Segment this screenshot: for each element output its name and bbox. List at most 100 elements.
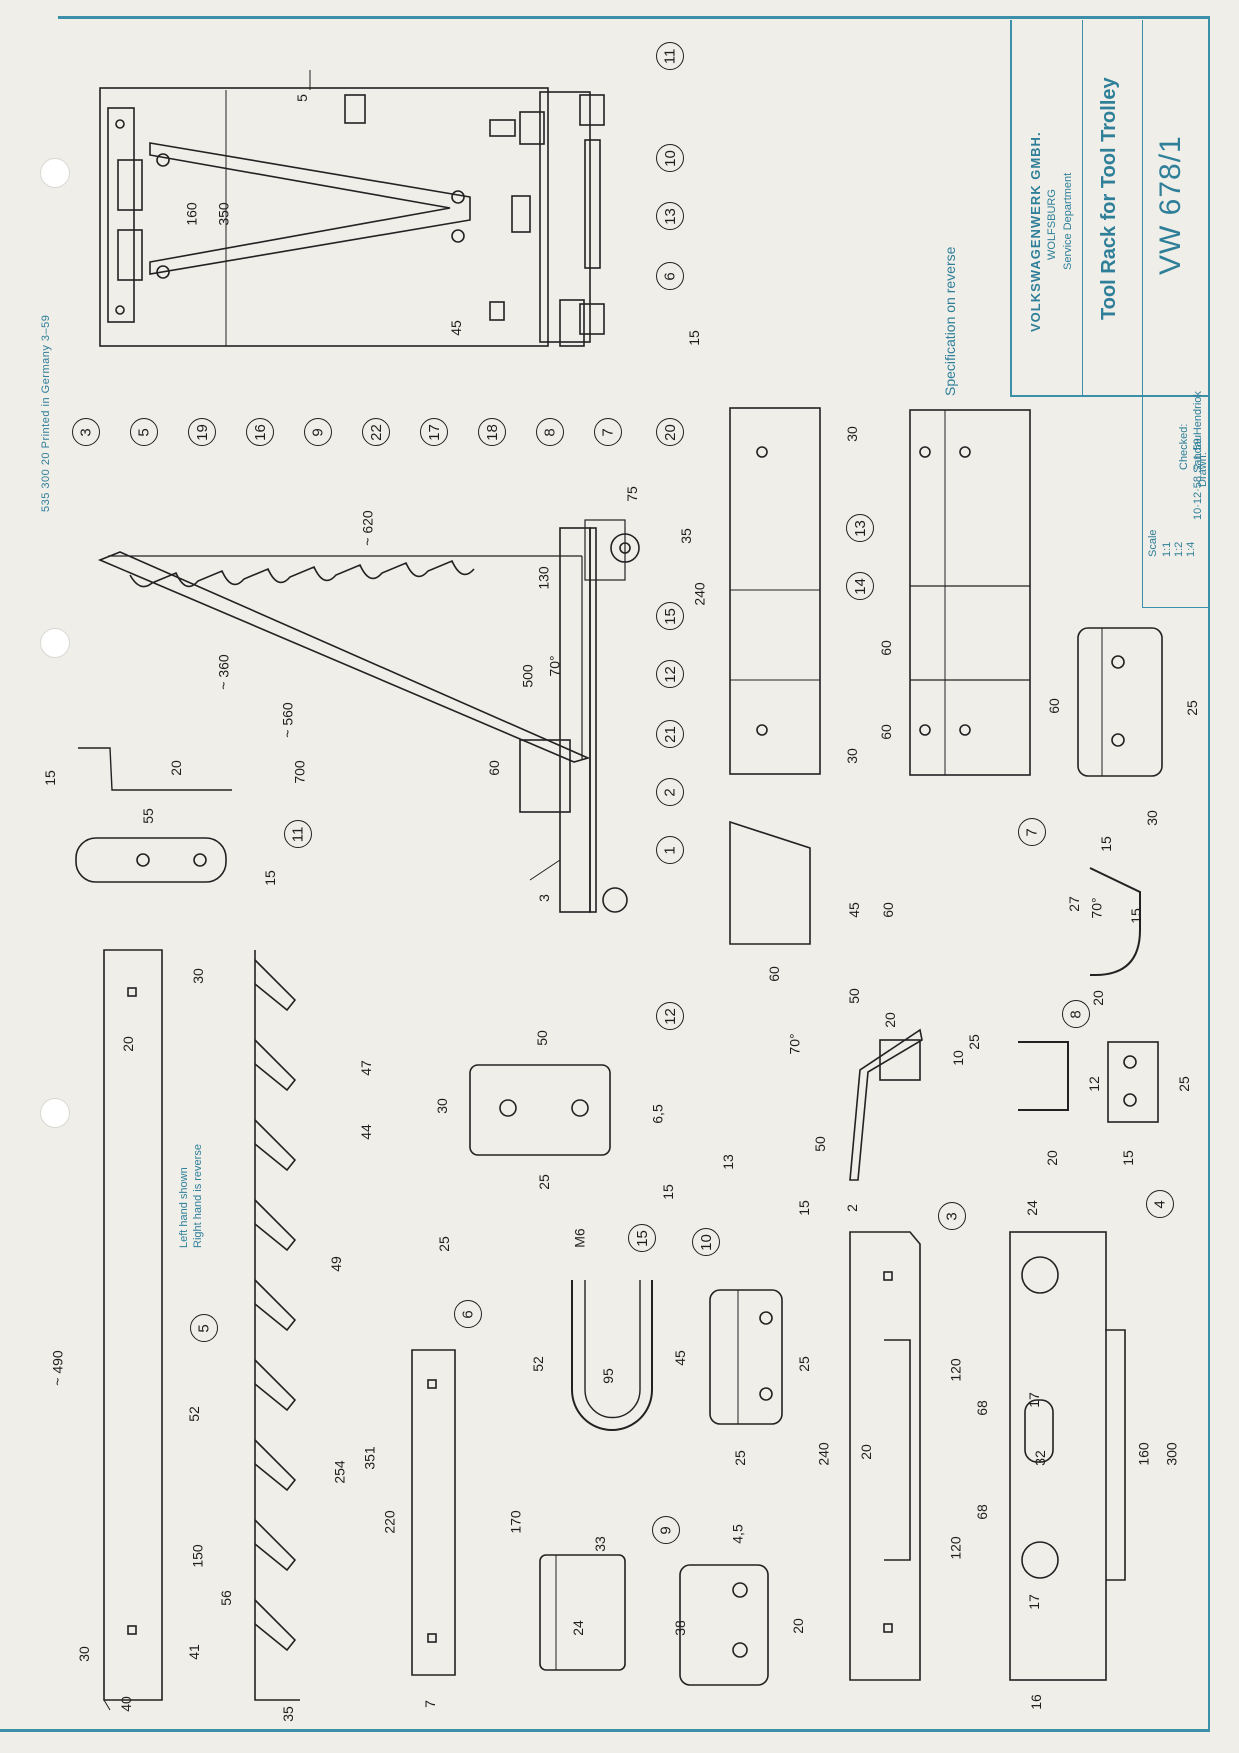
part-11-strip bbox=[75, 747, 232, 883]
part-12-plate bbox=[469, 1064, 611, 1156]
dim-label: ~ 490 bbox=[49, 1350, 66, 1386]
part-bubble-10: 10 bbox=[656, 144, 684, 172]
dim-label: 40 bbox=[117, 1696, 134, 1712]
dim-label: 35 bbox=[677, 528, 694, 544]
dim-label: 30 bbox=[1143, 810, 1160, 826]
dim-label: 6,5 bbox=[649, 1104, 666, 1124]
dim-label: ~ 620 bbox=[359, 510, 376, 546]
dim-label: 20 bbox=[1043, 1150, 1060, 1166]
part-4-board bbox=[1009, 1231, 1126, 1681]
part-bubble-22: 22 bbox=[362, 418, 390, 446]
dim-label: 49 bbox=[327, 1256, 344, 1272]
dim-label: 25 bbox=[1183, 700, 1200, 716]
part-bubble-9b: 9 bbox=[652, 1516, 680, 1544]
dim-label: 30 bbox=[189, 968, 206, 984]
part-bubble-10b: 10 bbox=[692, 1228, 720, 1256]
dim-label: 70° bbox=[786, 1033, 803, 1055]
dim-label: M6 bbox=[571, 1228, 588, 1248]
dim-label: 50 bbox=[811, 1136, 828, 1152]
part-bubble-15b: 15 bbox=[628, 1224, 656, 1252]
dim-label: 15 bbox=[261, 870, 278, 886]
dim-label: 25 bbox=[965, 1034, 982, 1050]
part-bubble-7b: 7 bbox=[1018, 818, 1046, 846]
dim-label: 52 bbox=[185, 1406, 202, 1422]
part-8-bracket bbox=[1018, 1041, 1159, 1123]
dim-label: 2 bbox=[843, 1204, 860, 1212]
dim-label: 160 bbox=[183, 202, 200, 226]
title-block-company-column: VOLKSWAGENWERK GMBH. WOLFSBURG Service D… bbox=[1012, 20, 1083, 395]
part-bubble-7: 7 bbox=[594, 418, 622, 446]
part-bubble-8: 8 bbox=[536, 418, 564, 446]
part-6-strip bbox=[411, 1349, 456, 1676]
dim-label: 24 bbox=[1023, 1200, 1040, 1216]
frame-bottom-border bbox=[0, 1729, 1210, 1732]
part-bubble-3b: 3 bbox=[938, 1202, 966, 1230]
part-bubble-8b: 8 bbox=[1062, 1000, 1090, 1028]
dim-label: 15 bbox=[1119, 1150, 1136, 1166]
hand-note-right: Right hand is reverse bbox=[192, 1144, 204, 1248]
dim-label: 45 bbox=[447, 320, 464, 336]
part-3-strip bbox=[849, 1231, 921, 1681]
dim-label: 350 bbox=[215, 202, 232, 226]
scale-value: 1:1 bbox=[1161, 541, 1173, 557]
dim-label: 25 bbox=[535, 1174, 552, 1190]
dim-label: 20 bbox=[857, 1444, 874, 1460]
dim-label: 50 bbox=[533, 1030, 550, 1046]
part-bubble-6: 6 bbox=[656, 262, 684, 290]
dim-label: 30 bbox=[843, 748, 860, 764]
dim-label: 700 bbox=[291, 760, 308, 784]
company-name: VOLKSWAGENWERK GMBH. bbox=[1028, 131, 1043, 332]
dim-label: 15 bbox=[659, 1184, 676, 1200]
dim-label: 52 bbox=[529, 1356, 546, 1372]
part-bubble-4: 4 bbox=[1146, 1190, 1174, 1218]
dim-label: 120 bbox=[947, 1358, 964, 1382]
dim-label: 15 bbox=[1127, 908, 1144, 924]
part-bubble-11: 11 bbox=[656, 42, 684, 70]
part-7-bracket bbox=[1077, 627, 1163, 976]
part-bubble-6b: 6 bbox=[454, 1300, 482, 1328]
title-block-number-column: VW 678/1 bbox=[1142, 20, 1208, 395]
dim-label: 68 bbox=[973, 1504, 990, 1520]
dim-label: 60 bbox=[877, 724, 894, 740]
dim-label: 95 bbox=[599, 1368, 616, 1384]
part-2-wedge bbox=[729, 820, 811, 945]
part-bubble-13b: 13 bbox=[846, 514, 874, 542]
part-bubble-19: 19 bbox=[188, 418, 216, 446]
part-bubble-14: 14 bbox=[846, 572, 874, 600]
part-bubble-3: 3 bbox=[72, 418, 100, 446]
tool-title: Tool Rack for Tool Trolley bbox=[1098, 77, 1120, 320]
part-15-u-bolt bbox=[571, 1280, 653, 1431]
dim-label: ~ 560 bbox=[279, 702, 296, 738]
dim-label: 220 bbox=[381, 1510, 398, 1534]
title-block: VOLKSWAGENWERK GMBH. WOLFSBURG Service D… bbox=[1010, 20, 1210, 397]
dim-label: 60 bbox=[877, 640, 894, 656]
dim-label: 33 bbox=[591, 1536, 608, 1552]
part-bubble-5: 5 bbox=[130, 418, 158, 446]
dim-label: 240 bbox=[691, 582, 708, 606]
part-bubble-2: 2 bbox=[656, 778, 684, 806]
part-bubble-1: 1 bbox=[656, 836, 684, 864]
company-city: WOLFSBURG bbox=[1046, 189, 1058, 260]
part-bubble-12: 12 bbox=[656, 660, 684, 688]
dim-label: 13 bbox=[719, 1154, 736, 1170]
dim-label: 500 bbox=[519, 664, 536, 688]
part-bubble-15: 15 bbox=[656, 602, 684, 630]
part-16-angle-bracket bbox=[849, 1028, 923, 1181]
dim-label: 12 bbox=[1085, 1076, 1102, 1092]
scale-value: 1:2 bbox=[1173, 541, 1185, 557]
dim-label: 60 bbox=[485, 760, 502, 776]
dim-label: 5 bbox=[293, 94, 310, 102]
dim-label: 45 bbox=[845, 902, 862, 918]
part-bubble-12b: 12 bbox=[656, 1002, 684, 1030]
dim-label: 55 bbox=[139, 808, 156, 824]
dim-label: 120 bbox=[947, 1536, 964, 1560]
dim-label: 47 bbox=[357, 1060, 374, 1076]
dim-label: 30 bbox=[75, 1646, 92, 1662]
dim-label: 15 bbox=[41, 770, 58, 786]
dim-label: 75 bbox=[623, 486, 640, 502]
dim-label: 70° bbox=[1088, 897, 1105, 919]
binder-hole bbox=[40, 628, 70, 658]
dim-label: 15 bbox=[795, 1200, 812, 1216]
dim-label: 68 bbox=[973, 1400, 990, 1416]
